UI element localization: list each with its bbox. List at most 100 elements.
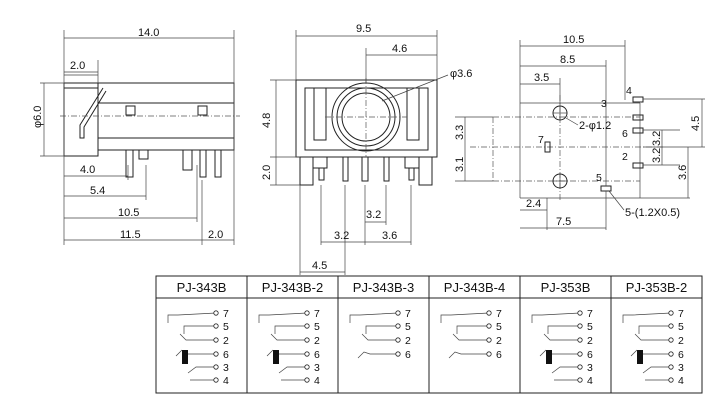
front-dim-p2: 3.2 — [334, 230, 349, 242]
fp-dim-b: 3.5 — [534, 72, 549, 84]
fp-pin-label: 5 — [596, 172, 602, 184]
pin-dot — [395, 351, 401, 357]
pin-dot — [577, 364, 583, 370]
pin-number: 6 — [405, 349, 411, 361]
front-dim-p1: 3.2 — [366, 209, 381, 221]
schematic: 75 2 634 — [167, 308, 229, 387]
side-dim-total: 14.0 — [138, 27, 159, 39]
pin-dot — [304, 337, 310, 343]
pin-dot — [577, 351, 583, 357]
model-header: PJ-343B-4 — [444, 280, 505, 295]
pin-number: 3 — [587, 362, 593, 374]
model-header: PJ-353B — [541, 280, 591, 295]
model-table: PJ-343B752634PJ-343B-2752634PJ-343B-3752… — [155, 275, 703, 394]
front-dim-height: 4.8 — [261, 113, 273, 128]
fp-dim-bottom-b: 7.5 — [556, 216, 571, 228]
fp-dim-left-top: 3.3 — [454, 125, 466, 140]
fp-dim-left-bottom: 3.1 — [454, 157, 466, 172]
pin-dot — [668, 377, 674, 383]
pin-number: 2 — [314, 335, 320, 347]
pin-number: 7 — [678, 308, 684, 320]
fp-pin-label: 4 — [626, 85, 632, 97]
pin-dot — [304, 377, 310, 383]
side-dim-diameter: φ6.0 — [32, 106, 44, 128]
pin-dot — [304, 364, 310, 370]
contact-block — [546, 350, 552, 364]
front-dim-p4: 4.5 — [312, 260, 327, 272]
pin-number: 7 — [587, 308, 593, 320]
fp-dim-a: 8.5 — [560, 54, 575, 66]
model-header: PJ-343B — [177, 280, 227, 295]
side-dim-b: 5.4 — [90, 185, 105, 197]
pin-dot — [213, 377, 219, 383]
pin-dot — [213, 323, 219, 329]
pin-dot — [577, 337, 583, 343]
front-dim-half: 4.6 — [392, 43, 407, 55]
side-view: 14.0 2.0 φ6.0 4.0 5.4 10.5 11.5 2.0 — [32, 27, 240, 245]
front-dim-pin-height: 2.0 — [261, 165, 273, 180]
pin-number: 4 — [678, 375, 684, 387]
pin-number: 5 — [314, 321, 320, 333]
pin-number: 7 — [405, 308, 411, 320]
side-dim-d: 11.5 — [120, 229, 141, 241]
fp-pin-label: 3 — [601, 98, 607, 110]
pin-number: 5 — [223, 321, 229, 333]
pin-dot — [668, 310, 674, 316]
pin-dot — [213, 310, 219, 316]
contact-block — [273, 350, 279, 364]
pin-dot — [577, 310, 583, 316]
pin-dot — [577, 377, 583, 383]
pin-dot — [304, 310, 310, 316]
pin-number: 3 — [314, 362, 320, 374]
front-view: 9.5 4.6 φ3.6 4.8 2.0 3.2 3.2 3.6 4.5 — [261, 23, 472, 275]
pin-number: 5 — [678, 321, 684, 333]
pin-number: 5 — [587, 321, 593, 333]
pin-number: 2 — [405, 335, 411, 347]
pin-number: 5 — [496, 321, 502, 333]
pin-number: 6 — [223, 349, 229, 361]
pin-number: 4 — [223, 375, 229, 387]
side-dim-c: 10.5 — [118, 207, 139, 219]
pin-dot — [486, 351, 492, 357]
fp-pin-label: 7 — [538, 134, 544, 146]
pin-dot — [395, 310, 401, 316]
front-dim-p3: 3.6 — [382, 230, 397, 242]
fp-dim-right-b: 3.2 — [651, 131, 663, 146]
fp-dim-right-c: 3.2 — [651, 148, 663, 163]
pin-number: 5 — [405, 321, 411, 333]
pin-dot — [668, 351, 674, 357]
schematic: 75 2 6 — [349, 308, 411, 361]
pin-number: 3 — [223, 362, 229, 374]
pin-number: 6 — [496, 349, 502, 361]
pin-dot — [668, 323, 674, 329]
pin-dot — [486, 337, 492, 343]
pin-dot — [304, 351, 310, 357]
pin-number: 7 — [314, 308, 320, 320]
pin-number: 2 — [587, 335, 593, 347]
pin-dot — [395, 323, 401, 329]
pin-dot — [668, 364, 674, 370]
fp-hole-label: 2-φ1.2 — [579, 120, 611, 132]
front-dim-hole: φ3.6 — [450, 68, 472, 80]
pin-number: 6 — [314, 349, 320, 361]
pin-dot — [395, 337, 401, 343]
fp-dim-right-a: 4.5 — [690, 116, 702, 131]
pin-number: 2 — [223, 335, 229, 347]
pin-dot — [486, 323, 492, 329]
pin-dot — [213, 337, 219, 343]
fp-dim-total: 10.5 — [563, 34, 584, 46]
pin-number: 3 — [678, 362, 684, 374]
pin-dot — [213, 351, 219, 357]
pin-dot — [304, 323, 310, 329]
pin-number: 4 — [587, 375, 593, 387]
fp-dim-right-d: 3.6 — [677, 165, 689, 180]
side-dim-top: 2.0 — [70, 60, 85, 72]
pin-number: 7 — [223, 308, 229, 320]
pin-dot — [668, 337, 674, 343]
front-dim-width: 9.5 — [356, 23, 371, 35]
fp-dim-bottom-a: 2.4 — [526, 198, 541, 210]
contact-block — [637, 350, 643, 364]
footprint-view: 10.5 8.5 3.5 3.3 3.1 4.5 3.2 3.2 3.6 2.4… — [454, 34, 705, 230]
